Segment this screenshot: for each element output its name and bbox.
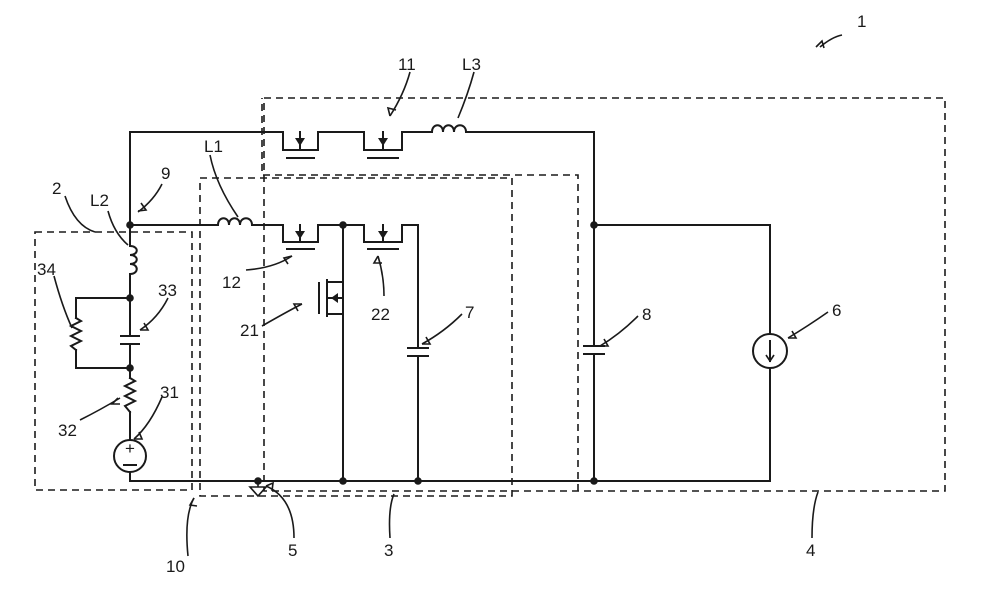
battery-model-box bbox=[35, 232, 192, 490]
wiring bbox=[76, 132, 770, 481]
capacitor-8 bbox=[584, 346, 604, 354]
switch-22 bbox=[364, 225, 402, 249]
capacitor-7 bbox=[408, 348, 428, 356]
label-34: 34 bbox=[37, 260, 56, 279]
label-10: 10 bbox=[166, 557, 185, 576]
voltage-source-31: + bbox=[114, 439, 146, 472]
label-9: 9 bbox=[161, 164, 170, 183]
current-source-6 bbox=[753, 334, 787, 368]
junction-dots bbox=[126, 221, 598, 485]
switch-11a bbox=[283, 132, 318, 158]
inductor-l2 bbox=[130, 246, 137, 274]
capacitor-33 bbox=[121, 336, 139, 344]
inductor-l3 bbox=[432, 125, 466, 132]
switch-21 bbox=[319, 280, 343, 316]
label-31: 31 bbox=[160, 383, 179, 402]
label-32: 32 bbox=[58, 421, 77, 440]
label-5: 5 bbox=[288, 541, 297, 560]
resistor-34 bbox=[71, 318, 81, 350]
label-4: 4 bbox=[806, 541, 815, 560]
label-l2: L2 bbox=[90, 191, 109, 210]
ground-symbol bbox=[250, 484, 266, 496]
load-box bbox=[262, 98, 578, 491]
label-8: 8 bbox=[642, 305, 651, 324]
label-12: 12 bbox=[222, 273, 241, 292]
label-11: 11 bbox=[398, 55, 416, 74]
label-l1: L1 bbox=[204, 137, 223, 156]
switch-12 bbox=[283, 225, 318, 249]
switch-11b bbox=[364, 132, 402, 158]
label-21: 21 bbox=[240, 321, 259, 340]
label-1: 1 bbox=[857, 12, 866, 31]
label-l3: L3 bbox=[462, 55, 481, 74]
label-22: 22 bbox=[371, 305, 390, 324]
label-6: 6 bbox=[832, 301, 841, 320]
inductor-l1 bbox=[218, 218, 252, 225]
switch-11-box bbox=[264, 98, 945, 491]
plus-sign: + bbox=[125, 439, 135, 458]
label-7: 7 bbox=[465, 303, 474, 322]
label-33: 33 bbox=[158, 281, 177, 300]
label-2: 2 bbox=[52, 179, 61, 198]
label-3: 3 bbox=[384, 541, 393, 560]
resistor-32 bbox=[125, 378, 135, 412]
